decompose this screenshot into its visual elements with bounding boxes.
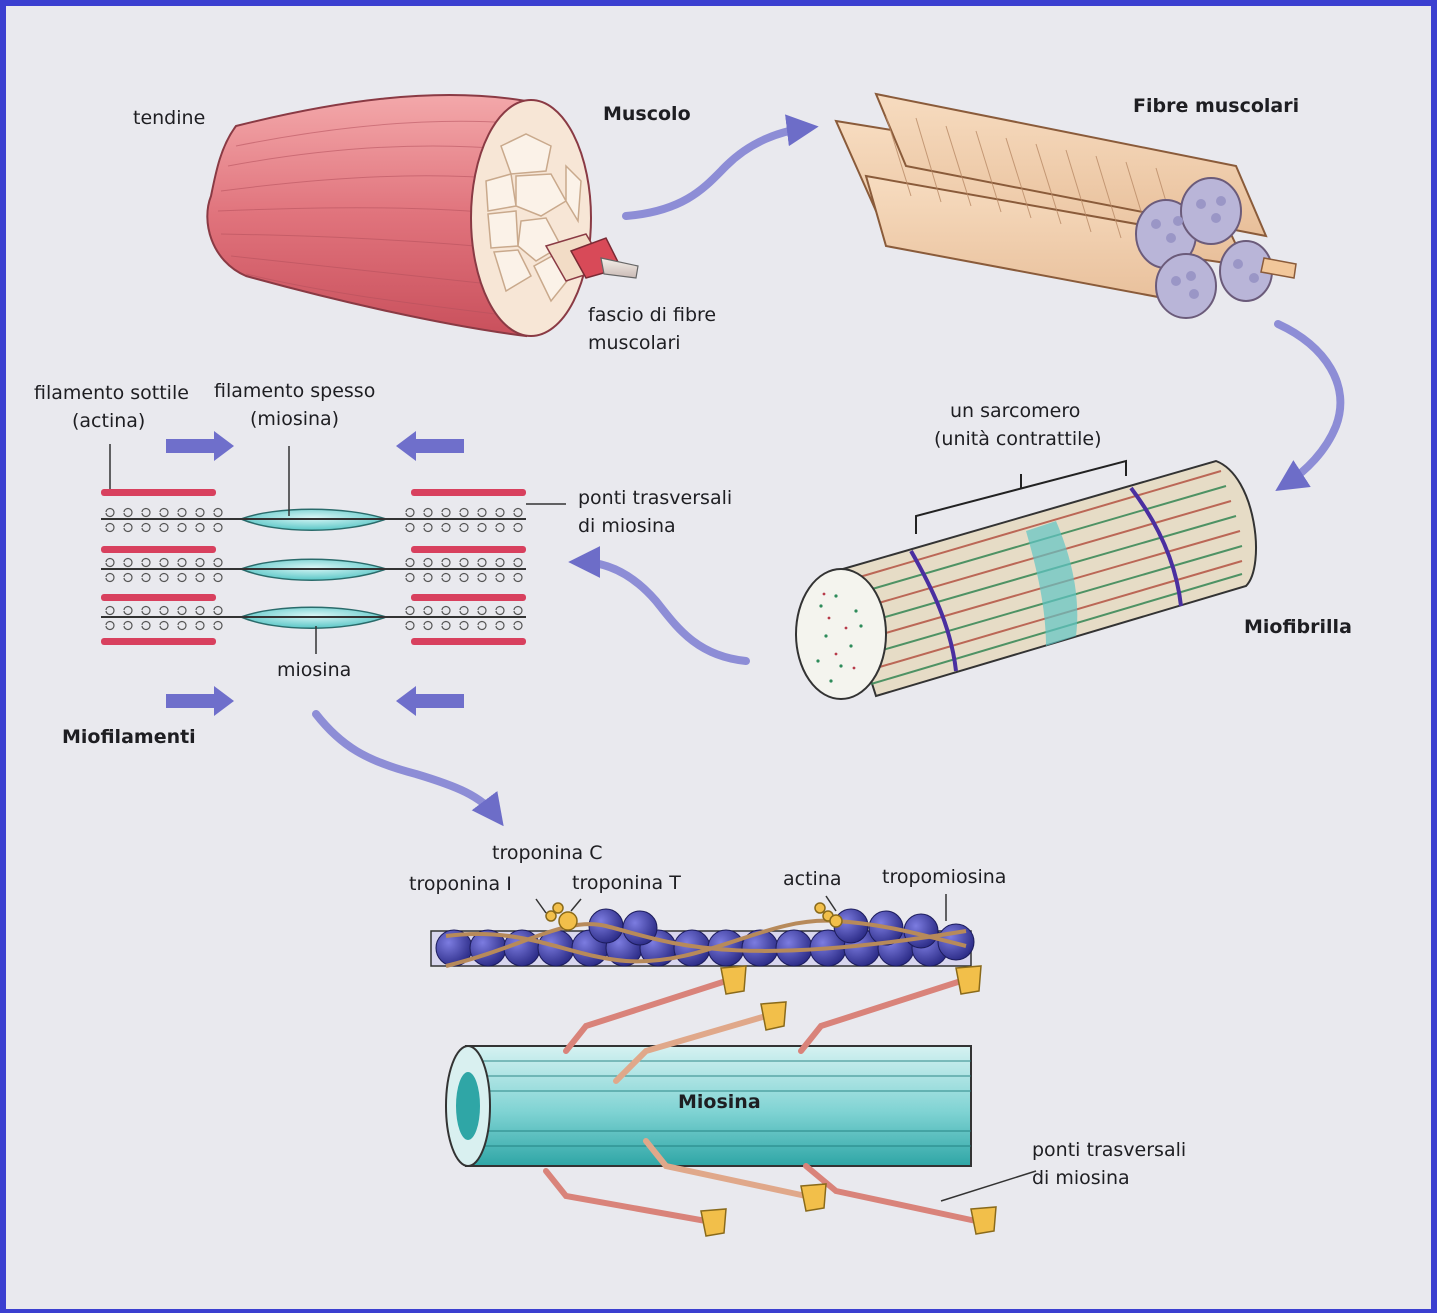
label-thick-filament: filamento spesso — [214, 378, 375, 404]
label-muscle-fibers: Fibre muscolari — [1133, 93, 1299, 119]
myofibril-illustration — [796, 461, 1256, 699]
label-actin: actina — [783, 866, 842, 892]
actin-myosin-illustration — [431, 894, 1036, 1236]
label-myofilaments: Miofilamenti — [62, 724, 196, 750]
label-actin-paren: (actina) — [72, 408, 145, 434]
label-myofibril: Miofibrilla — [1244, 614, 1352, 640]
label-tropomyosin: tropomiosina — [882, 864, 1006, 890]
label-myosin-lower: miosina — [277, 657, 351, 683]
label-fiber-bundle-line1: fascio di fibre — [588, 302, 716, 328]
label-troponin-c: troponina C — [492, 840, 602, 866]
label-myosin-paren: (miosina) — [250, 406, 339, 432]
muscle-illustration — [207, 95, 638, 336]
muscle-fibers-illustration — [836, 94, 1296, 318]
label-thin-filament: filamento sottile — [34, 380, 189, 406]
label-cross-bridges-2-line1: ponti trasversali — [1032, 1137, 1186, 1163]
diagram-frame: tendine Muscolo Fibre muscolari fascio d… — [6, 6, 1431, 1309]
label-cross-bridges-2-line2: di miosina — [1032, 1165, 1130, 1191]
label-cross-bridges-1-line1: ponti trasversali — [578, 485, 732, 511]
label-fiber-bundle-line2: muscolari — [588, 330, 681, 356]
label-sarcomere-line1: un sarcomero — [950, 398, 1080, 424]
label-myosin-title: Miosina — [678, 1089, 761, 1115]
label-troponin-i: troponina I — [409, 871, 512, 897]
label-troponin-t: troponina T — [572, 870, 681, 896]
label-tendon: tendine — [133, 105, 205, 131]
label-sarcomere-line2: (unità contrattile) — [934, 426, 1101, 452]
label-cross-bridges-1-line2: di miosina — [578, 513, 676, 539]
label-muscle: Muscolo — [603, 101, 691, 127]
